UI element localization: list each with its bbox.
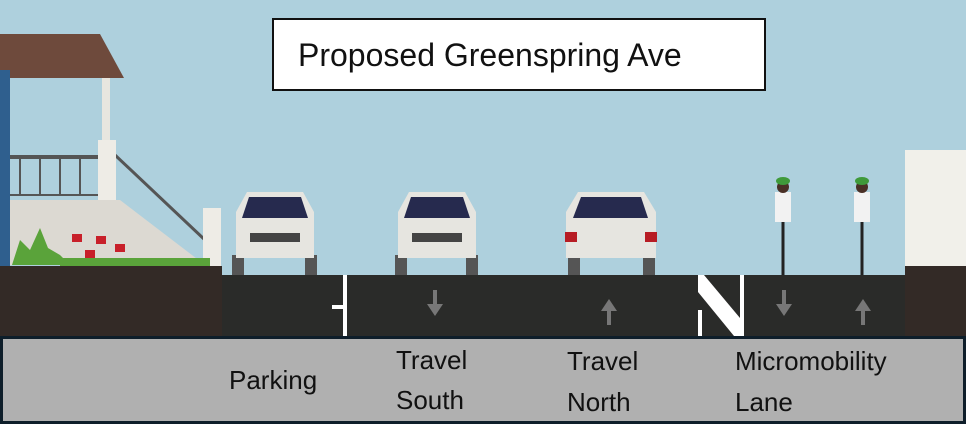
house [0, 34, 221, 270]
left-sidewalk [0, 266, 222, 336]
right-sidewalk [905, 266, 966, 336]
label-micromobility-2: Lane [735, 387, 793, 417]
label-micromobility-1: Micromobility [735, 346, 887, 376]
cyclist-northbound [854, 177, 870, 275]
direction-arrows [427, 290, 871, 325]
diagram-title: Proposed Greenspring Ave [272, 18, 766, 91]
northbound-car [565, 192, 657, 275]
label-travel-south-2: South [396, 385, 464, 415]
cyclist-southbound [775, 177, 791, 275]
roadway [222, 275, 905, 336]
label-band [0, 336, 966, 424]
label-parking: Parking [229, 365, 318, 395]
right-building [905, 150, 966, 268]
lane-markings [332, 275, 744, 336]
parked-car [232, 192, 317, 275]
label-travel-south-1: Travel [396, 345, 468, 375]
label-travel-north-2: North [567, 387, 631, 417]
label-travel-north-1: Travel [567, 346, 639, 376]
southbound-car [395, 192, 478, 275]
